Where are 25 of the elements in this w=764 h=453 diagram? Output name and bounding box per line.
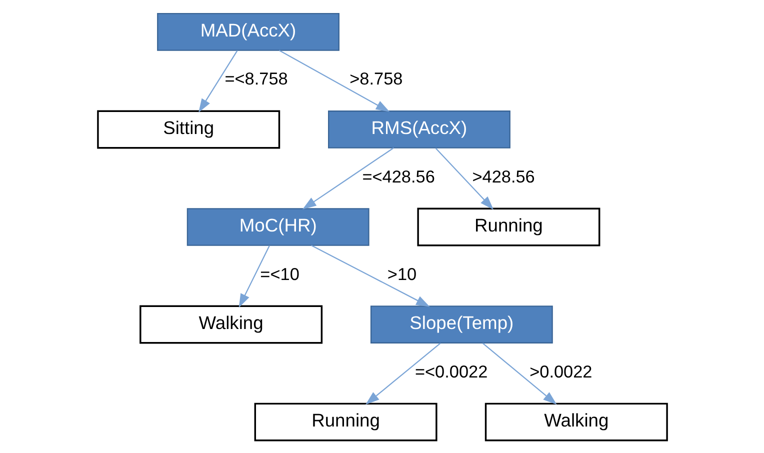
edge-label: =<8.758 [224, 68, 288, 88]
node-box: Running [254, 402, 437, 441]
node-box: RMS(AccX) [328, 110, 510, 148]
arrow [302, 146, 394, 209]
arrow [434, 147, 494, 210]
edge-label: >0.0022 [529, 360, 592, 381]
arrow [310, 244, 430, 306]
arrow [365, 342, 440, 404]
node-box: Walking [139, 304, 322, 344]
edge-label: >10 [386, 263, 416, 284]
arrow [198, 50, 238, 112]
arrow [278, 49, 390, 112]
node-box: MoC(HR) [186, 208, 369, 246]
node-box: Walking [484, 402, 668, 441]
edge-label: =<0.0022 [414, 360, 488, 381]
arrow [238, 244, 270, 308]
arrow [482, 342, 556, 404]
node-box: MAD(AccX) [156, 12, 339, 50]
edge-label: =<428.56 [362, 166, 434, 186]
edge-label: >428.56 [472, 166, 534, 186]
edge-label: =<10 [260, 263, 299, 284]
node-box: Slope(Temp) [370, 305, 552, 343]
edge-label: >8.758 [349, 68, 402, 88]
node-box: Running [416, 207, 600, 246]
node-box: Sitting [96, 110, 280, 148]
